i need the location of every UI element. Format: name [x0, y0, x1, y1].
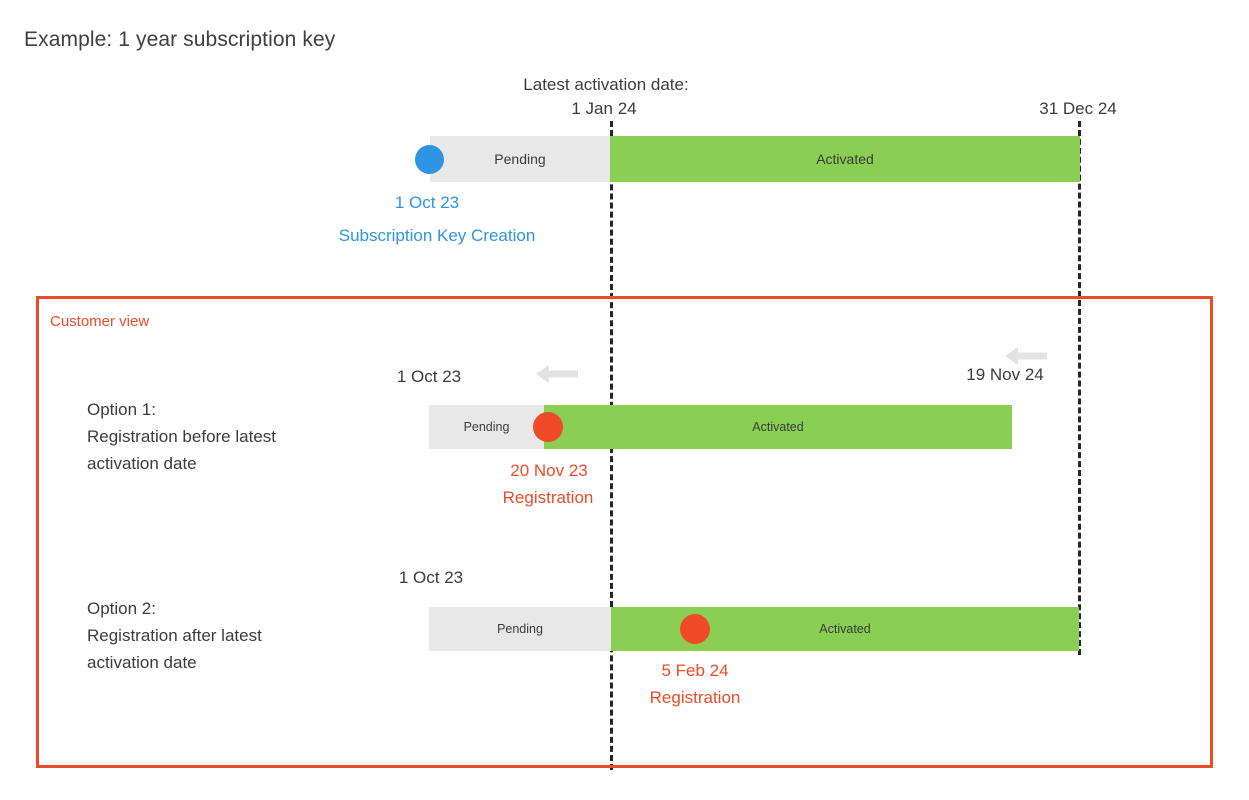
option-1-timeline-bar: Pending Activated — [429, 405, 1012, 449]
latest-activation-date: 1 Jan 24 — [571, 99, 637, 118]
option-2-line2: Registration after latest — [87, 626, 262, 645]
option-1-registration-dot — [533, 412, 563, 442]
option-1-start-date: 1 Oct 23 — [396, 367, 462, 386]
option-1-pending-segment: Pending — [429, 405, 544, 449]
option-1-line3: activation date — [87, 454, 197, 473]
option-2-registration-dot — [680, 614, 710, 644]
end-date-guide-line — [1078, 121, 1081, 655]
option-2-title: Option 2: — [87, 599, 156, 618]
page-title: Example: 1 year subscription key — [24, 28, 336, 51]
top-activated-segment: Activated — [610, 136, 1080, 182]
option-2-timeline-bar: Pending Activated — [429, 607, 1079, 651]
top-timeline-bar: Pending Activated — [430, 136, 1080, 182]
option-1-registration-date: 20 Nov 23 — [510, 461, 588, 480]
option-2-line3: activation date — [87, 653, 197, 672]
option-1-title: Option 1: — [87, 400, 156, 419]
option-2-registration-date: 5 Feb 24 — [661, 661, 729, 680]
option-2-description: Option 2: Registration after latest acti… — [87, 595, 262, 676]
option-2-pending-segment: Pending — [429, 607, 611, 651]
option-1-activated-segment: Activated — [544, 405, 1012, 449]
subscription-key-creation-dot — [415, 145, 444, 174]
option-1-shift-arrow-right — [1005, 345, 1047, 367]
option-1-shift-arrow-left — [536, 363, 578, 385]
option-1-end-date: 19 Nov 24 — [966, 365, 1044, 384]
option-1-registration-caption: Registration — [502, 488, 594, 507]
top-pending-segment: Pending — [430, 136, 610, 182]
option-1-description: Option 1: Registration before latest act… — [87, 396, 276, 477]
option-1-line2: Registration before latest — [87, 427, 276, 446]
option-2-registration-caption: Registration — [649, 688, 741, 707]
creation-caption-label: Subscription Key Creation — [338, 226, 536, 245]
customer-view-label: Customer view — [50, 313, 150, 330]
customer-view-box — [36, 296, 1213, 768]
latest-activation-caption: Latest activation date: — [523, 75, 689, 94]
end-date-label: 31 Dec 24 — [1039, 99, 1117, 118]
creation-date-label: 1 Oct 23 — [394, 193, 460, 212]
option-2-start-date: 1 Oct 23 — [398, 568, 464, 587]
